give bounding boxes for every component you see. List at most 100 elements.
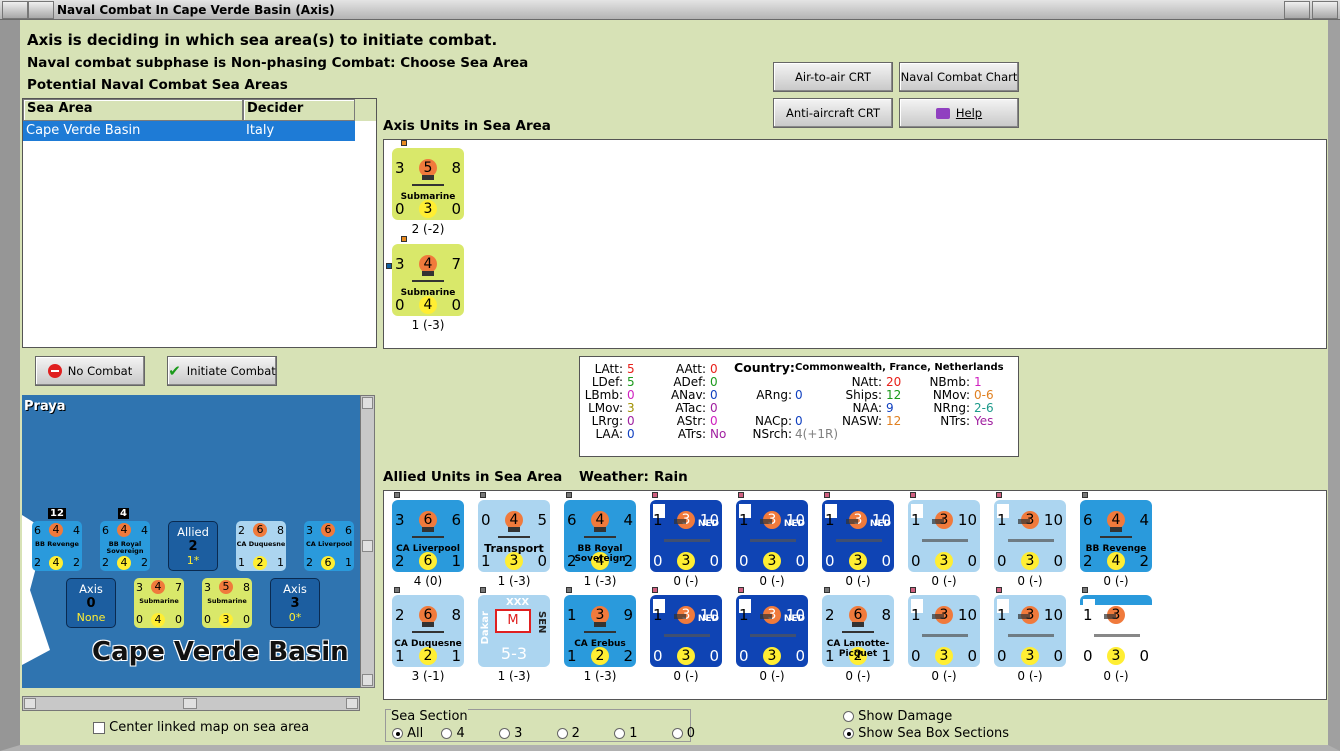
ship-icon <box>1008 519 1054 542</box>
radio-section-4[interactable]: 4 <box>441 726 465 741</box>
initiate-combat-button[interactable]: ✔Initiate Combat <box>167 356 277 386</box>
unit-stat-bottom-right: 0 <box>1139 647 1149 665</box>
unit-stat-top-left: 6 <box>567 511 577 529</box>
attack-circle: 5 <box>419 159 437 177</box>
unit-flag-icon <box>480 492 486 498</box>
system-menu-button[interactable] <box>2 1 28 19</box>
radio-section-1[interactable]: 1 <box>614 726 638 741</box>
unit-size-text: 0 (-) <box>673 574 699 588</box>
show-sea-box-sections-radio[interactable]: Show Sea Box Sections <box>843 726 1009 741</box>
help-button[interactable]: Help <box>899 98 1019 128</box>
unit-flag-icon <box>996 492 1002 498</box>
unit-stat-top-right: 10 <box>785 511 805 529</box>
air-to-air-crt-button[interactable]: Air-to-air CRT <box>773 62 893 92</box>
anti-aircraft-crt-button[interactable]: Anti-aircraft CRT <box>773 98 893 128</box>
unit-stat-top-right: 5 <box>537 511 547 529</box>
nation-tag: NED <box>697 519 719 529</box>
table-row[interactable]: Cape Verde Basin Italy <box>23 121 355 141</box>
unit-flag-icon <box>652 492 658 498</box>
stat-value: 3 <box>627 401 635 415</box>
map-unit-stat: 0 <box>243 613 250 626</box>
shade-button[interactable] <box>28 1 54 19</box>
nation-tag: NED <box>783 519 805 529</box>
defense-circle: 4 <box>117 556 131 570</box>
white-corner <box>653 504 665 518</box>
minimize-button[interactable] <box>1284 1 1310 19</box>
attack-circle: 4 <box>49 523 63 537</box>
ship-icon <box>412 527 444 538</box>
checkbox-box[interactable] <box>93 721 105 734</box>
unit-flag-icon <box>566 587 572 593</box>
map-vertical-scrollbar[interactable] <box>360 395 375 688</box>
scroll-up-arrow-icon[interactable] <box>362 397 373 409</box>
naval-combat-chart-button[interactable]: Naval Combat Chart <box>899 62 1019 92</box>
scroll-right-arrow-icon[interactable] <box>346 698 358 709</box>
nation-tag: NED <box>869 519 891 529</box>
stat-value: 12 <box>886 388 902 402</box>
radio-section-2[interactable]: 2 <box>556 726 580 741</box>
radio-section-all[interactable]: All <box>392 726 423 741</box>
title-bar[interactable]: Naval Combat In Cape Verde Basin (Axis) <box>0 0 1340 20</box>
ship-icon <box>584 527 616 538</box>
nation-tag: NED <box>783 614 805 624</box>
map-horizontal-scrollbar[interactable] <box>22 696 360 711</box>
map-unit-name: CA Duquesne <box>236 540 286 548</box>
horizontal-scroll-thumb[interactable] <box>183 698 197 709</box>
unit-stat-bottom-left: 0 <box>825 552 835 570</box>
stat-label: NBmb: <box>929 375 970 389</box>
close-button[interactable] <box>1312 1 1338 19</box>
radio-section-3[interactable]: 3 <box>498 726 522 741</box>
unit-stat-top-left: 1 <box>997 511 1007 529</box>
column-header-decider[interactable]: Decider <box>243 99 355 121</box>
unit-stat-top-left: 1 <box>739 606 749 624</box>
sea-box-number: 0 <box>86 596 96 611</box>
scroll-down-arrow-icon[interactable] <box>362 674 373 686</box>
sea-box-sub: 1* <box>186 554 200 567</box>
unit-stat-bottom-left: 0 <box>653 552 663 570</box>
no-combat-button[interactable]: No Combat <box>35 356 145 386</box>
unit-stat-bottom-left: 0 <box>997 552 1007 570</box>
center-map-checkbox[interactable]: Center linked map on sea area <box>93 720 309 735</box>
unit-name: CA Duquesne <box>394 639 462 649</box>
column-header-sea-area[interactable]: Sea Area <box>23 99 243 121</box>
allied-units-label: Allied Units in Sea Area <box>383 469 563 485</box>
attack-circle: 6 <box>253 523 267 537</box>
map-unit-stat: 6 <box>345 524 352 537</box>
unit-flag-icon <box>824 492 830 498</box>
radio-section-0[interactable]: 0 <box>671 726 695 741</box>
show-damage-radio[interactable]: Show Damage <box>843 709 952 724</box>
vertical-scroll-thumb[interactable] <box>362 540 373 552</box>
defense-circle: 4 <box>1107 552 1125 570</box>
scroll-left-arrow-icon[interactable] <box>24 698 36 709</box>
